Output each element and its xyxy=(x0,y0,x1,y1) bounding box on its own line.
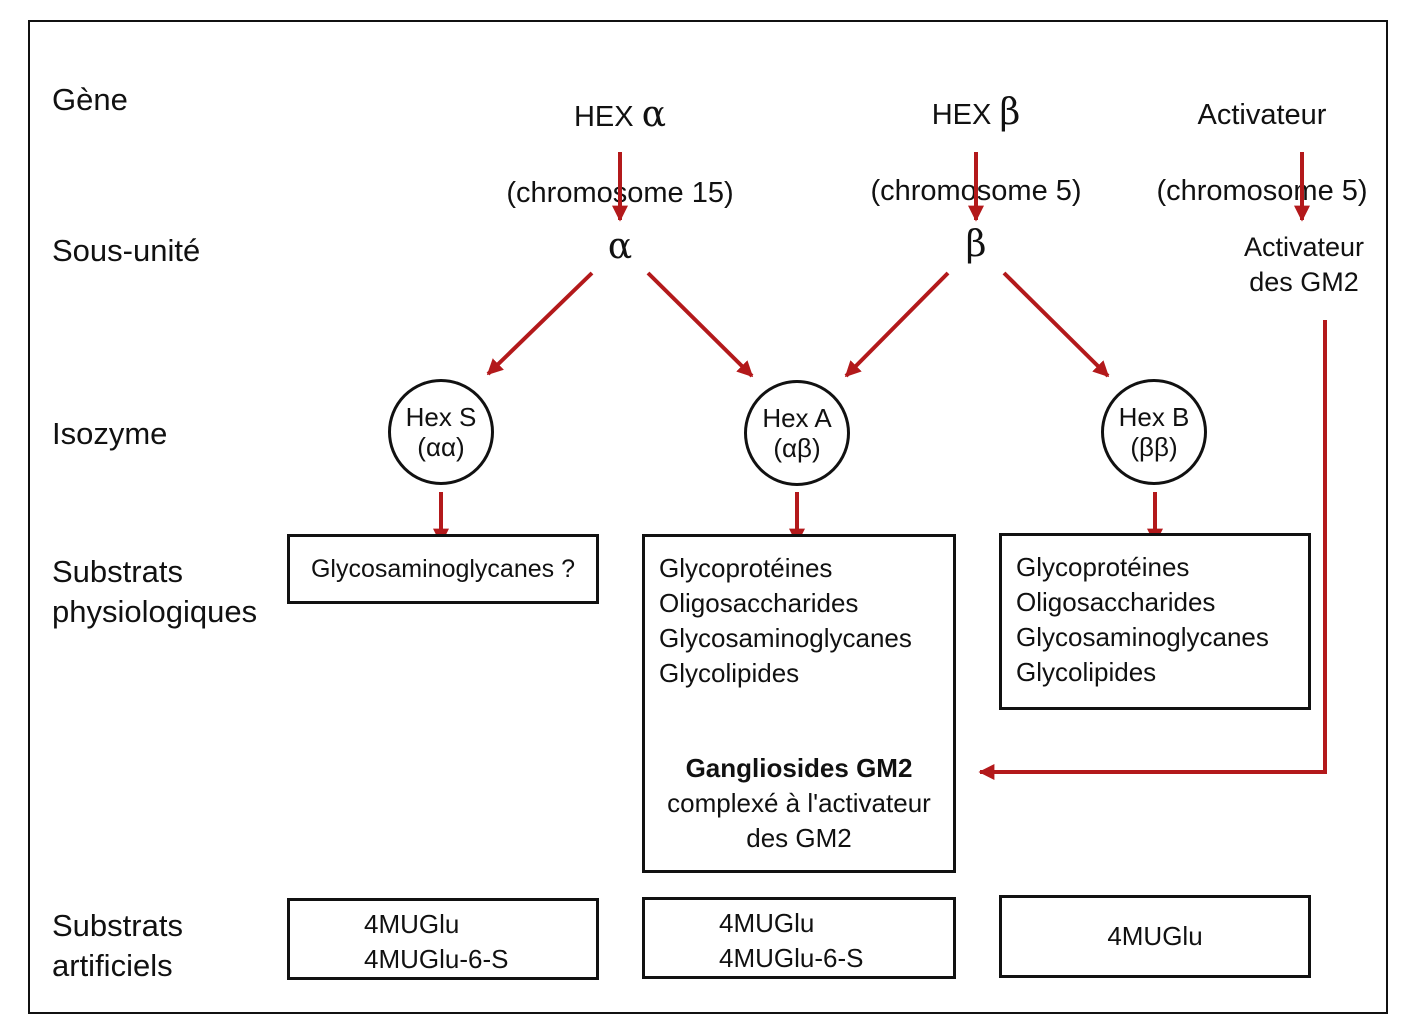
gm2-ganglioside-block: Gangliosides GM2 complexé à l'activateur… xyxy=(645,751,953,856)
gene-chromosome: (chromosome 15) xyxy=(506,177,734,209)
subunit-activator: Activateur des GM2 xyxy=(1243,232,1365,297)
row-label-physio-substrates: Substrats physiologiques xyxy=(52,554,258,629)
gene-chromosome: (chromosome 5) xyxy=(1156,175,1368,207)
alpha-symbol: α xyxy=(641,94,666,135)
gene-name: HEX xyxy=(931,99,992,131)
gene-hex-alpha: HEX α (chromosome 15) xyxy=(470,58,770,250)
isozyme-hex-a: Hex A (αβ) xyxy=(744,380,850,486)
substrate-item: 4MUGlu-6-S xyxy=(719,943,864,973)
row-label-gene: Gène xyxy=(52,82,128,117)
row-label-artificial-substrates: Substrats artificiels xyxy=(52,908,183,983)
artificial-substrates-hex-b: 4MUGlu xyxy=(999,895,1311,978)
isozyme-name: Hex S xyxy=(405,402,477,432)
substrate-item: Glycoprotéines xyxy=(1016,552,1190,582)
isozyme-composition: (ββ) xyxy=(1130,432,1178,462)
gene-name: HEX xyxy=(573,101,634,133)
physio-substrates-hex-b: Glycoprotéines Oligosaccharides Glycosam… xyxy=(999,533,1311,710)
substrate-item: Glycolipides xyxy=(1016,657,1157,687)
gm2-line: complexé à l'activateur xyxy=(667,788,931,818)
gene-activator: Activateur (chromosome 5) xyxy=(1120,58,1404,248)
physio-substrates-hex-a: Glycoprotéines Oligosaccharides Glycosam… xyxy=(642,534,956,873)
gene-chromosome: (chromosome 5) xyxy=(870,175,1082,207)
artificial-substrates-hex-a: 4MUGlu 4MUGlu-6-S xyxy=(642,897,956,979)
gm2-line: des GM2 xyxy=(746,823,852,853)
artificial-substrates-hex-s: 4MUGlu 4MUGlu-6-S xyxy=(287,898,599,980)
substrate-item: Oligosaccharides xyxy=(659,588,859,618)
isozyme-composition: (αα) xyxy=(417,432,465,462)
gene-hex-beta: HEX β (chromosome 5) xyxy=(826,56,1126,248)
substrate-item: Glycolipides xyxy=(659,658,800,688)
substrate-item: 4MUGlu xyxy=(719,908,815,938)
isozyme-hex-s: Hex S (αα) xyxy=(388,379,494,485)
arrow-alpha-to-hex-a xyxy=(646,271,754,378)
substrate-item: Oligosaccharides xyxy=(1016,587,1216,617)
isozyme-name: Hex A xyxy=(762,403,832,433)
substrate-item: Glycosaminoglycanes xyxy=(1016,622,1269,652)
substrate-item: Glycoprotéines xyxy=(659,553,833,583)
physio-substrates-hex-s: Glycosaminoglycanes ? xyxy=(287,534,599,604)
isozyme-composition: (αβ) xyxy=(773,433,821,463)
arrow-beta-to-hex-a xyxy=(844,271,950,378)
isozyme-hex-b: Hex B (ββ) xyxy=(1101,379,1207,485)
row-label-isozyme: Isozyme xyxy=(52,416,168,451)
substrate-item: 4MUGlu xyxy=(1107,921,1203,951)
gene-name: Activateur xyxy=(1197,99,1327,131)
beta-symbol: β xyxy=(999,92,1021,133)
diagram-frame xyxy=(28,20,1388,1014)
arrow-alpha-to-hex-s xyxy=(486,271,594,376)
substrate-item: 4MUGlu-6-S xyxy=(364,944,509,974)
row-label-subunit: Sous-unité xyxy=(52,233,201,268)
gm2-title: Gangliosides GM2 xyxy=(685,753,913,783)
arrow-activator-to-gm2 xyxy=(978,320,1327,780)
substrate-item: Glycosaminoglycanes ? xyxy=(310,554,575,583)
subunit-alpha: α xyxy=(607,226,633,267)
arrow-beta-to-hex-b xyxy=(1002,271,1110,378)
substrate-item: Glycosaminoglycanes xyxy=(659,623,912,653)
substrate-item: 4MUGlu xyxy=(364,909,460,939)
isozyme-name: Hex B xyxy=(1118,402,1190,432)
subunit-beta: β xyxy=(965,224,987,265)
